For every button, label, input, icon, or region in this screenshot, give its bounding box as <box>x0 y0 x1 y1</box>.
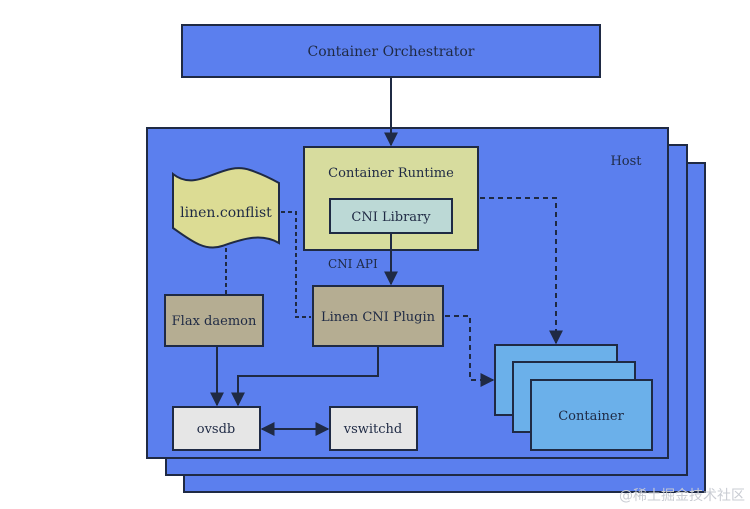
flax-daemon-label: Flax daemon <box>172 314 257 329</box>
conflist-to-plugin-dashed-line <box>281 211 311 318</box>
container-orchestrator-box[interactable]: Container Orchestrator <box>181 24 601 78</box>
vswitchd-box[interactable]: vswitchd <box>329 406 418 451</box>
runtime-to-container-dashed-arrow <box>480 197 563 345</box>
host-label: Host <box>610 154 642 169</box>
container-box-front[interactable]: Container <box>530 379 653 451</box>
container-orchestrator-label: Container Orchestrator <box>308 44 475 60</box>
plugin-to-container-dashed-arrow <box>445 315 495 387</box>
ovsdb-box[interactable]: ovsdb <box>172 406 261 451</box>
watermark-text: @稀土掘金技术社区 <box>619 488 745 504</box>
linen-cni-plugin-box[interactable]: Linen CNI Plugin <box>312 285 444 347</box>
linen-conflist-document[interactable]: linen.conflist <box>172 167 280 249</box>
plugin-to-ovsdb-arrow <box>231 346 379 407</box>
linen-conflist-label: linen.conflist <box>180 205 272 221</box>
ovsdb-label: ovsdb <box>197 422 236 437</box>
container-label: Container <box>558 409 624 424</box>
cni-library-box[interactable]: CNI Library <box>329 198 453 234</box>
cni-api-label: CNI API <box>328 257 378 271</box>
container-runtime-label: Container Runtime <box>328 166 454 181</box>
flax-daemon-box[interactable]: Flax daemon <box>164 294 264 347</box>
cni-library-label: CNI Library <box>351 210 431 225</box>
linen-cni-plugin-label: Linen CNI Plugin <box>321 310 436 325</box>
vswitchd-label: vswitchd <box>343 422 403 437</box>
